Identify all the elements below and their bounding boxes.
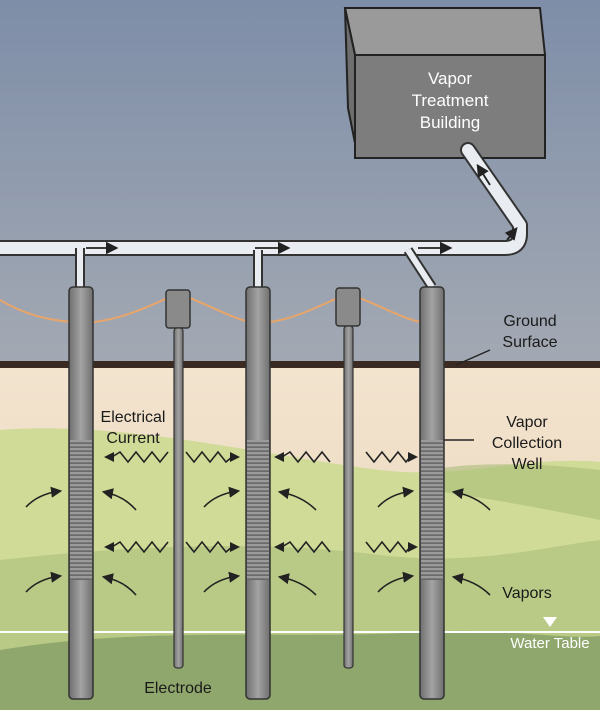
vapors-label: Vapors (502, 585, 552, 602)
vapor-arrow-icon (451, 488, 491, 511)
vapor-arrow-icon (101, 488, 137, 511)
well-label-line2: Collection (492, 435, 562, 452)
well-label-line3: Well (512, 456, 543, 473)
vapor-arrow-icon (101, 573, 137, 596)
current-arrowheads (104, 452, 418, 552)
ground-label-line2: Surface (502, 334, 557, 351)
water-table-label: Water Table (510, 635, 589, 652)
soil-deep-layer (0, 630, 600, 710)
electrical-current-zigzag (111, 450, 411, 554)
vapor-treatment-building: Vapor Treatment Building (343, 7, 547, 159)
ground-surface-line (0, 361, 600, 368)
electrode-label: Electrode (144, 680, 212, 697)
water-table-marker-icon (543, 617, 557, 627)
vapor-collection-well (68, 286, 94, 700)
vapor-arrow-icon (25, 571, 63, 593)
building-label-line2: Treatment (412, 91, 489, 110)
vapor-collection-well (245, 286, 271, 700)
current-label-line2: Current (106, 430, 160, 447)
electrode (335, 287, 361, 669)
current-label-line1: Electrical (101, 409, 166, 426)
well-label-line1: Vapor (506, 414, 548, 431)
vapor-arrow-icon (451, 573, 491, 596)
vapor-header-pipe (0, 142, 528, 290)
vapor-arrow-icon (25, 486, 63, 508)
flow-arrow-icon (476, 163, 491, 186)
vapor-arrow-icon (377, 486, 415, 508)
ground-label-line1: Ground (503, 313, 556, 330)
electrode (165, 289, 191, 669)
ground-surface-leader (455, 349, 491, 366)
vapor-arrow-icon (203, 486, 241, 508)
vapor-arrow-icon (277, 488, 317, 511)
building-label-line1: Vapor (428, 69, 472, 88)
building-label-line3: Building (420, 113, 481, 132)
vapor-flow-arrows (25, 486, 491, 596)
vapor-arrow-icon (277, 573, 317, 596)
flow-arrow-icon (504, 227, 518, 241)
vapor-arrow-icon (377, 571, 415, 593)
vapor-collection-well (419, 286, 445, 700)
vapor-arrow-icon (203, 571, 241, 593)
soil-green-lens (430, 464, 600, 520)
